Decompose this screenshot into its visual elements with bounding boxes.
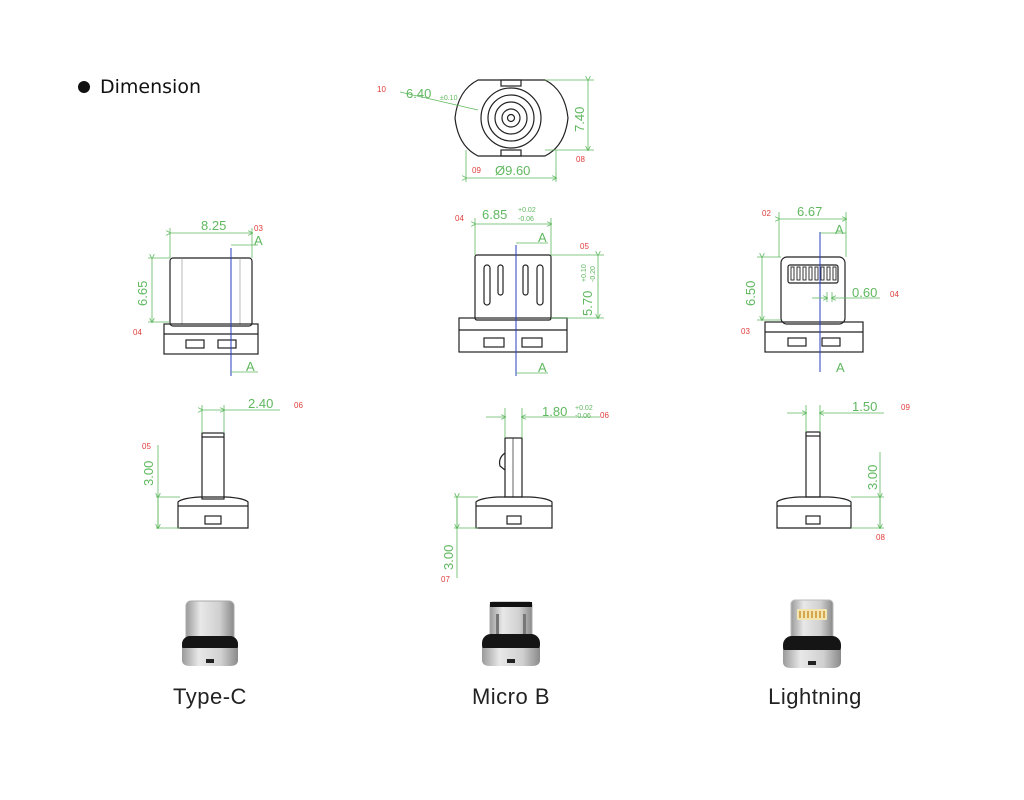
top-callout-tag: 10 xyxy=(377,85,386,94)
micro-b-height-label: 5.70 xyxy=(580,291,595,316)
type-c-thickness-label: 2.40 xyxy=(248,396,273,411)
type-c-section-bottom: A xyxy=(246,359,255,374)
type-c-label: Type-C xyxy=(173,684,247,709)
type-c-base-label: 3.00 xyxy=(141,461,156,486)
top-height-label: 7.40 xyxy=(572,107,587,132)
micro-b-width-tol-lower: -0.06 xyxy=(518,216,534,223)
micro-b-thickness-label: 1.80 xyxy=(542,404,567,419)
micro-b-section-bottom: A xyxy=(538,360,547,375)
micro-b-width-tag: 04 xyxy=(455,214,464,223)
type-c-height-tag: 04 xyxy=(133,328,142,337)
front-view-micro-b xyxy=(458,218,604,376)
micro-b-thickness-tag: 06 xyxy=(600,411,609,420)
lightning-section-top: A xyxy=(835,222,844,237)
lightning-connector-icon xyxy=(783,599,841,668)
top-height-tag: 08 xyxy=(576,155,585,164)
micro-b-thickness-tol-upper: +0.02 xyxy=(575,405,593,412)
bullet-icon xyxy=(78,81,90,93)
lightning-label: Lightning xyxy=(768,684,862,709)
type-c-height-label: 6.65 xyxy=(135,281,150,306)
heading-text: Dimension xyxy=(100,76,201,98)
top-callout-tolerance: ±0.10 xyxy=(440,95,458,102)
front-view-type-c xyxy=(148,228,259,376)
micro-b-height-tol-lower: -0.20 xyxy=(590,266,597,282)
top-view xyxy=(399,79,594,182)
top-diameter-tag: 09 xyxy=(472,166,481,175)
side-view-micro-b xyxy=(454,408,600,578)
lightning-gap-tag: 04 xyxy=(890,290,899,299)
type-c-thickness-tag: 06 xyxy=(294,401,303,410)
side-view-lightning xyxy=(776,405,884,528)
micro-b-label: Micro B xyxy=(471,684,551,709)
top-diameter-label: Ø9.60 xyxy=(495,163,530,178)
lightning-width-tag: 02 xyxy=(762,209,771,218)
lightning-base-label: 3.00 xyxy=(865,465,880,490)
type-c-connector-icon xyxy=(182,600,238,666)
micro-b-width-tol-upper: +0.02 xyxy=(518,207,536,214)
micro-b-height-tol-upper: +0.10 xyxy=(581,264,588,282)
top-view-outline xyxy=(454,79,569,157)
section-heading: Dimension xyxy=(78,76,201,98)
lightning-thickness-label: 1.50 xyxy=(852,399,877,414)
type-c-section-top: A xyxy=(254,233,263,248)
type-c-width-tag: 03 xyxy=(254,224,263,233)
lightning-base-tag: 08 xyxy=(876,533,885,542)
micro-b-height-tag: 05 xyxy=(580,242,589,251)
side-view-type-c xyxy=(156,405,280,528)
top-view-ring-outer xyxy=(480,87,542,149)
top-callout-value: 6.40 xyxy=(406,86,431,101)
micro-b-connector-icon xyxy=(482,601,540,666)
type-c-base-tag: 05 xyxy=(142,442,151,451)
micro-b-section-top: A xyxy=(538,230,547,245)
micro-b-thickness-tol-lower: -0.06 xyxy=(575,413,591,420)
type-c-width-label: 8.25 xyxy=(201,218,226,233)
lightning-height-label: 6.50 xyxy=(743,281,758,306)
micro-b-width-label: 6.85 xyxy=(482,207,507,222)
front-view-lightning xyxy=(757,212,880,372)
lightning-section-bottom: A xyxy=(836,360,845,375)
lightning-gap-label: 0.60 xyxy=(852,285,877,300)
lightning-height-tag: 03 xyxy=(741,327,750,336)
lightning-thickness-tag: 09 xyxy=(901,403,910,412)
micro-b-base-tag: 07 xyxy=(441,575,450,584)
micro-b-base-label: 3.00 xyxy=(441,545,456,570)
lightning-width-label: 6.67 xyxy=(797,204,822,219)
